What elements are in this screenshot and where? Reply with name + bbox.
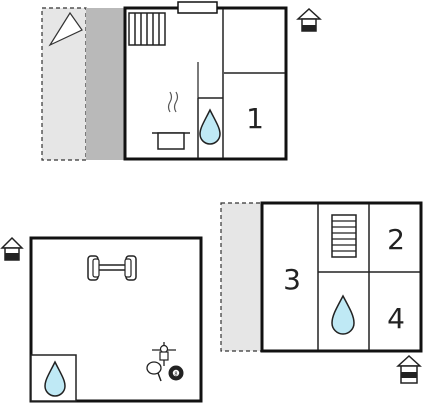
terrace-right — [220, 202, 264, 352]
svg-text:8: 8 — [174, 372, 177, 378]
top-building: 1 — [41, 1, 322, 161]
parasol-icon — [48, 11, 83, 47]
house-entrance-icon — [296, 7, 322, 32]
radiator-icon — [128, 12, 166, 46]
top-door — [177, 1, 218, 14]
house-entrance-icon-left — [0, 236, 24, 261]
dumbbell-icon — [87, 255, 137, 281]
bottom-left-building: 8 — [0, 236, 203, 403]
room-label-2: 2 — [387, 223, 405, 256]
room-label-1: 1 — [246, 102, 264, 135]
house-entrance-icon-right — [396, 354, 422, 384]
water-drop-icon — [199, 108, 221, 145]
cooking-pot-icon — [152, 91, 190, 150]
bottom-right-building: 3 2 4 — [220, 201, 423, 384]
water-drop-icon-left — [44, 360, 66, 397]
stairs-icon — [331, 214, 357, 258]
terrace-dark — [86, 8, 124, 160]
room-label-3: 3 — [283, 263, 301, 296]
table-football-ping-pong-billiards-icon: 8 — [146, 342, 184, 382]
room-label-4: 4 — [387, 302, 405, 335]
water-drop-icon-right — [331, 294, 355, 335]
